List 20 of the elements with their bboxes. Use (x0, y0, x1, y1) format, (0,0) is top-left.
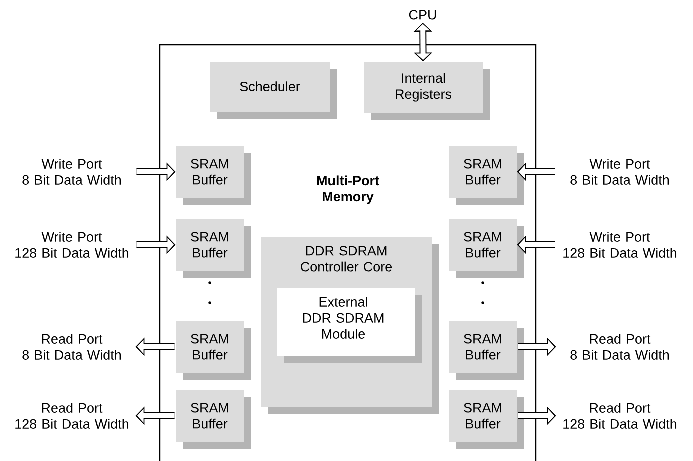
port-label: Write Port 128 Bit Data Width (16, 232, 128, 258)
buffer-box: SRAM Buffer (176, 390, 251, 449)
buffer-box: SRAM Buffer (176, 219, 251, 278)
buffer-box: SRAM Buffer (176, 321, 251, 380)
buffer-box: SRAM Buffer (449, 390, 524, 449)
port-label: Read Port 8 Bit Data Width (22, 334, 121, 360)
buffer-box: SRAM Buffer (449, 146, 524, 205)
port-label: Write Port 128 Bit Data Width (564, 232, 676, 258)
cpu-label: CPU (409, 10, 436, 20)
buffer-box: SRAM Buffer (449, 219, 524, 278)
buffer-box: SRAM Buffer (176, 146, 251, 205)
port-label: Read Port 8 Bit Data Width (570, 334, 669, 360)
port-label: Write Port 8 Bit Data Width (570, 159, 669, 185)
buffer-box: SRAM Buffer (449, 321, 524, 380)
port-label: Read Port 128 Bit Data Width (16, 403, 128, 429)
module-box: External DDR SDRAM Module (277, 288, 422, 363)
port-label: Read Port 128 Bit Data Width (564, 403, 676, 429)
block-box: Internal Registers (364, 62, 490, 120)
port-label: Write Port 8 Bit Data Width (22, 159, 121, 185)
block-box: Scheduler (210, 62, 337, 119)
